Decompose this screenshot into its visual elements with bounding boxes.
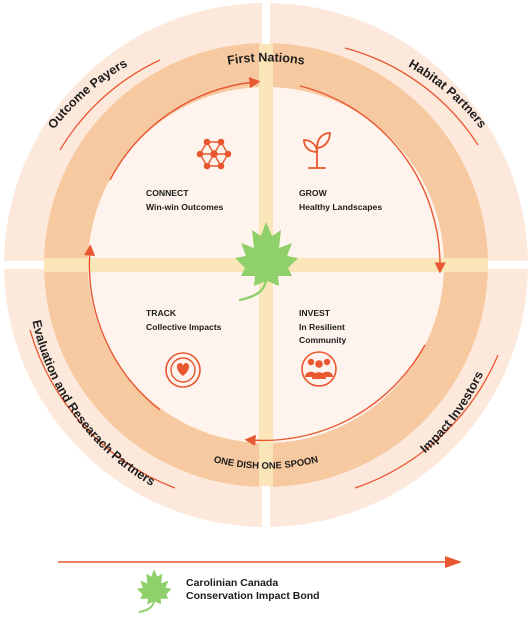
cycle-arrow-right bbox=[299, 85, 446, 274]
legend-line-1: Carolinian Canada bbox=[186, 577, 279, 589]
timeline-arrowhead bbox=[445, 556, 462, 568]
legend-line-2: Conservation Impact Bond bbox=[186, 590, 320, 602]
cycle-arrow-top bbox=[109, 77, 261, 181]
label-first-nations: First Nations bbox=[226, 50, 306, 67]
outer-arc-top-left bbox=[59, 59, 161, 151]
connect-subtitle: Win-win Outcomes bbox=[146, 202, 223, 212]
grow-subtitle: Healthy Landscapes bbox=[299, 202, 382, 212]
cycle-arrow-bottom bbox=[244, 344, 426, 446]
track-title: TRACK bbox=[146, 308, 177, 318]
outer-arc-top-right bbox=[344, 47, 479, 146]
maple-leaf-icon bbox=[235, 222, 298, 302]
invest-subtitle: In Resilient bbox=[299, 322, 345, 332]
people-icon bbox=[301, 351, 337, 387]
grow-title: GROW bbox=[299, 188, 328, 198]
network-icon bbox=[196, 138, 232, 170]
sprout-icon bbox=[303, 132, 331, 169]
cycle-arrow-left bbox=[83, 244, 161, 411]
outer-gap-right bbox=[488, 261, 530, 269]
outer-gap-bottom bbox=[262, 486, 270, 528]
invest-subtitle-2: Community bbox=[299, 335, 346, 345]
connect-title: CONNECT bbox=[146, 188, 189, 198]
outer-arc-bottom-left bbox=[29, 329, 176, 489]
heart-target-icon bbox=[165, 352, 201, 388]
outer-gap-top bbox=[262, 2, 270, 44]
outer-arc-bottom-right bbox=[354, 354, 499, 489]
legend: Carolinian Canada Conservation Impact Bo… bbox=[186, 577, 320, 603]
invest-title: INVEST bbox=[299, 308, 331, 318]
legend-maple-leaf-icon bbox=[136, 569, 172, 613]
outer-gap-left bbox=[2, 261, 44, 269]
track-subtitle: Collective Impacts bbox=[146, 322, 222, 332]
